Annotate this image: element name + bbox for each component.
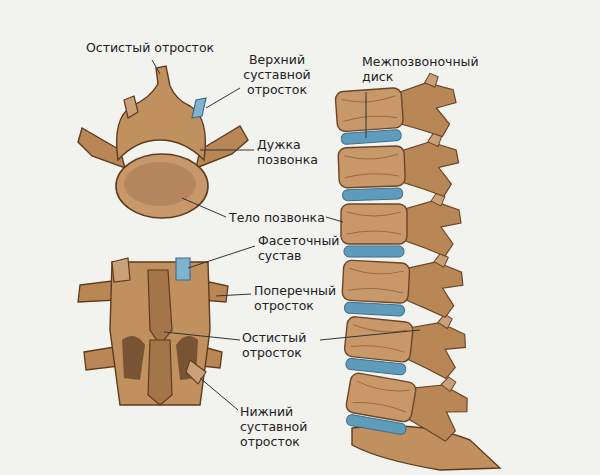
part-label: Остистый отросток	[86, 40, 214, 55]
part-label: Верхний суставной отросток	[238, 52, 316, 97]
part-label: Остистый отросток	[242, 330, 322, 360]
vertebra-top-view	[78, 66, 248, 218]
part-label: Межпозвоночный диск	[362, 54, 470, 84]
part-label: Фасеточный сустав	[258, 233, 348, 263]
part-label: Дужка позвонка	[257, 137, 335, 167]
part-label: Нижний суставной отросток	[240, 404, 320, 449]
part-label: Тело позвонка	[229, 210, 325, 225]
part-label: Поперечный отросток	[254, 283, 342, 313]
spine-column	[334, 72, 500, 470]
leader-lines	[152, 60, 420, 410]
